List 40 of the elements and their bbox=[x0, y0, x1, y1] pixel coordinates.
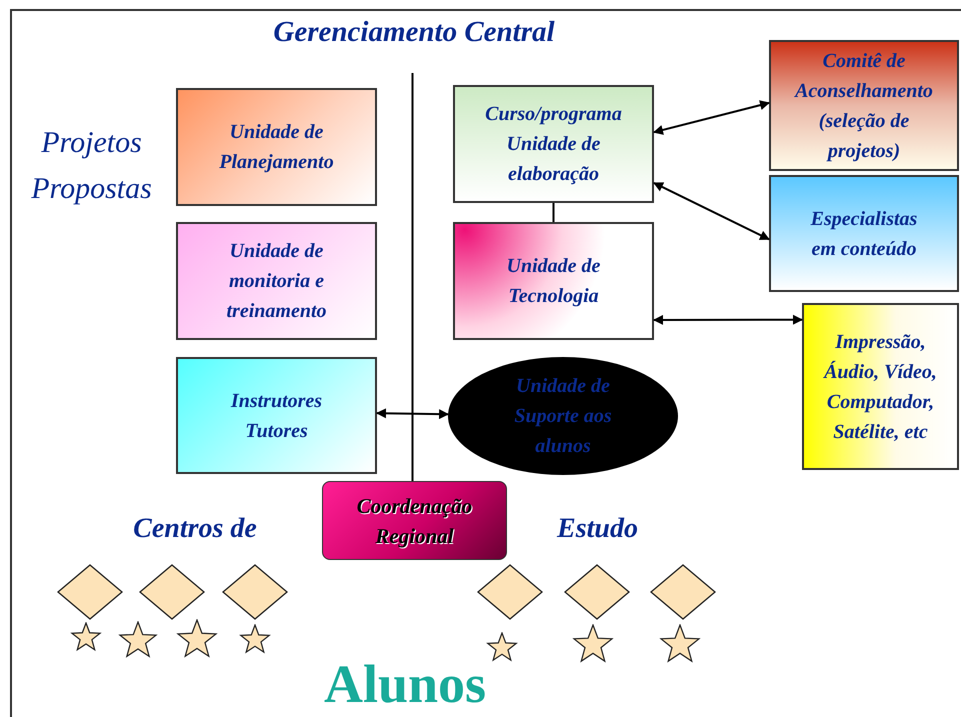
section-label: Alunos bbox=[322, 653, 488, 716]
title: Gerenciamento Central bbox=[272, 16, 556, 49]
arrow bbox=[653, 314, 803, 325]
diamond-shape bbox=[564, 564, 630, 620]
arrow bbox=[653, 182, 770, 240]
box-label: Instrutores Tutores bbox=[230, 388, 324, 444]
arrow bbox=[376, 408, 450, 420]
connector-line bbox=[552, 203, 554, 222]
box-label: Unidade de Tecnologia bbox=[506, 254, 602, 309]
process-box bbox=[176, 88, 377, 206]
star-shape bbox=[572, 624, 614, 665]
process-box bbox=[176, 357, 377, 474]
connector-line bbox=[412, 73, 414, 481]
process-box bbox=[769, 175, 959, 292]
box-label: Unidade de monitoria e treinamento bbox=[225, 239, 328, 324]
box-label: Coordenação Regional bbox=[356, 492, 474, 550]
box-label: Especialistas em conteúdo bbox=[810, 206, 918, 262]
box-label: Impressão, Áudio, Vídeo, Computador, Satélite, etc bbox=[822, 330, 938, 444]
diamond-shape bbox=[650, 564, 716, 620]
side-heading: Projetos Propostas bbox=[30, 125, 153, 207]
process-box bbox=[453, 222, 654, 340]
box-label: Curso/programa Unidade de elaboração bbox=[484, 102, 623, 187]
star-shape bbox=[659, 624, 701, 665]
process-box bbox=[453, 85, 654, 203]
box-label: Unidade de Suporte aos alunos bbox=[513, 374, 613, 459]
box-label: Unidade de Planejamento bbox=[218, 120, 335, 175]
star-shape bbox=[68, 622, 104, 652]
rounded-box bbox=[322, 481, 507, 560]
diamond-shape bbox=[57, 564, 123, 620]
arrow bbox=[653, 100, 770, 135]
section-label: Estudo bbox=[556, 512, 639, 546]
box-label: Comitê de Aconselhamento (seleção de projetos) bbox=[793, 48, 934, 164]
star-shape bbox=[486, 632, 518, 663]
section-label: Centros de bbox=[132, 512, 258, 546]
process-box bbox=[176, 222, 377, 340]
process-box bbox=[769, 40, 959, 171]
diamond-shape bbox=[139, 564, 205, 620]
diamond-shape bbox=[477, 564, 543, 620]
diamond-shape bbox=[222, 564, 288, 620]
process-box bbox=[802, 303, 959, 470]
